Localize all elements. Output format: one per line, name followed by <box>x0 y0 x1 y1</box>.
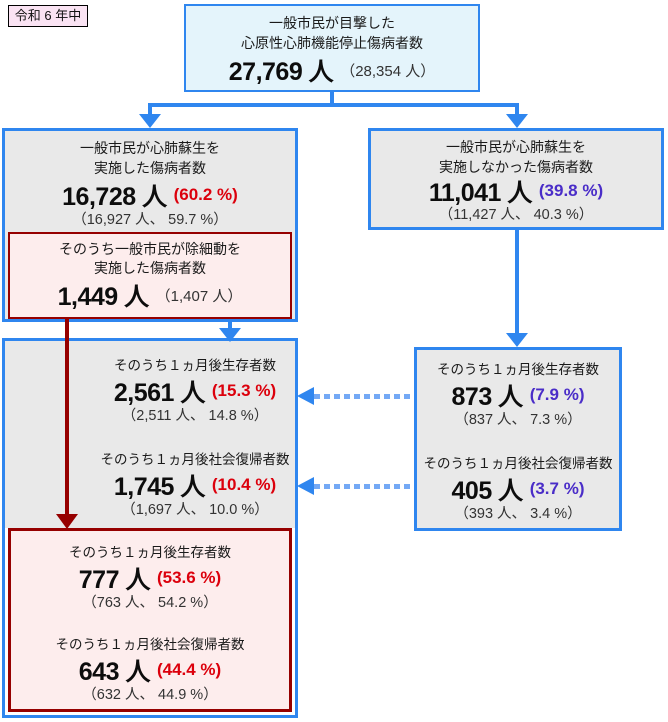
no-cpr-value-line: 11,041 人 (39.8 %) <box>371 177 661 207</box>
defib-outcome-box: そのうち１ヵ月後生存者数 777 人 (53.6 %) （763 人、 54.2… <box>8 528 292 712</box>
stat-label: そのうち１ヵ月後社会復帰者数 <box>55 637 245 652</box>
witnessed-box: 一般市民が目撃した 心原性心肺機能停止傷病者数 27,769 人 （28,354… <box>184 4 480 92</box>
no-cpr-pct: (39.8 %) <box>538 181 604 200</box>
connector-no-cpr-outcome-stem <box>515 229 519 335</box>
stat-pct: (10.4 %) <box>211 475 277 494</box>
connector-left-drop <box>148 103 152 116</box>
stat-label: そのうち１ヵ月後生存者数 <box>114 358 276 373</box>
arrow-left-social-return-icon <box>297 477 314 495</box>
cpr-outcome-grey-panel <box>5 341 295 528</box>
stat-value-line: 643 人 (44.4 %) <box>11 655 289 686</box>
cpr-outcome-stats: そのうち１ヵ月後生存者数 2,561 人 (15.3 %) （2,511 人、 … <box>97 356 293 520</box>
cpr-pct: (60.2 %) <box>173 185 238 204</box>
stat-value: 873 人 <box>451 383 524 411</box>
arrow-down-to-cpr-box-icon <box>139 114 161 128</box>
stat-social-return: そのうち１ヵ月後社会復帰者数 1,745 人 (10.4 %) （1,697 人… <box>97 450 293 520</box>
defib-performed-box: そのうち一般市民が除細動を 実施した傷病者数 1,449 人 （1,407 人） <box>8 232 292 319</box>
dotted-connector-survivors <box>314 394 414 399</box>
stat-value-line: 1,745 人 (10.4 %) <box>97 470 293 501</box>
stat-value-line: 2,561 人 (15.3 %) <box>97 376 293 407</box>
stat-value-line: 873 人 (7.9 %) <box>417 380 619 411</box>
stat-value: 1,745 人 <box>113 473 206 501</box>
arrow-down-to-defib-outcome-icon <box>56 514 78 529</box>
dotted-connector-social-return <box>314 484 414 489</box>
stat-label: そのうち１ヵ月後生存者数 <box>69 545 231 560</box>
stat-pct: (3.7 %) <box>529 479 585 498</box>
arrow-down-to-no-cpr-outcome-icon <box>506 333 528 347</box>
stat-survivors: そのうち１ヵ月後生存者数 2,561 人 (15.3 %) （2,511 人、 … <box>97 356 293 426</box>
stat-pct: (15.3 %) <box>211 381 277 400</box>
stat-label: そのうち１ヵ月後生存者数 <box>437 362 599 377</box>
witnessed-prev-value: （28,354 人） <box>340 62 436 80</box>
stat-social-return: そのうち１ヵ月後社会復帰者数 405 人 (3.7 %) （393 人、 3.4… <box>417 454 619 524</box>
stat-value: 777 人 <box>78 566 151 594</box>
witnessed-title-line1: 一般市民が目撃した <box>269 15 395 31</box>
stat-value-line: 777 人 (53.6 %) <box>11 563 289 594</box>
stat-prev-values: （632 人、 44.9 %） <box>82 687 218 703</box>
year-tag: 令和 6 年中 <box>8 5 88 27</box>
stat-label: そのうち１ヵ月後社会復帰者数 <box>100 452 290 467</box>
stat-pct: (7.9 %) <box>529 385 585 404</box>
witnessed-value: 27,769 人 <box>228 58 334 86</box>
connector-top-crossbar <box>148 103 519 107</box>
stat-social-return: そのうち１ヵ月後社会復帰者数 643 人 (44.4 %) （632 人、 44… <box>11 635 289 705</box>
stat-value-line: 405 人 (3.7 %) <box>417 474 619 505</box>
stat-pct: (44.4 %) <box>156 660 222 679</box>
cpr-not-performed-box: 一般市民が心肺蘇生を 実施しなかった傷病者数 11,041 人 (39.8 %)… <box>368 128 664 230</box>
no-cpr-title-line2: 実施しなかった傷病者数 <box>439 159 593 175</box>
defib-title-line1: そのうち一般市民が除細動を <box>59 241 241 257</box>
arrow-down-to-no-cpr-box-icon <box>506 114 528 128</box>
defib-prev-value: （1,407 人） <box>155 287 243 305</box>
stat-survivors: そのうち１ヵ月後生存者数 873 人 (7.9 %) （837 人、 7.3 %… <box>417 360 619 430</box>
no-cpr-outcome-box: そのうち１ヵ月後生存者数 873 人 (7.9 %) （837 人、 7.3 %… <box>414 347 622 531</box>
stat-prev-values: （763 人、 54.2 %） <box>82 595 218 611</box>
cpr-value-line: 16,728 人 (60.2 %) <box>5 180 295 211</box>
arrow-left-survivors-icon <box>297 387 314 405</box>
defib-value: 1,449 人 <box>57 283 150 311</box>
stat-label: そのうち１ヵ月後社会復帰者数 <box>423 456 613 471</box>
no-cpr-value: 11,041 人 <box>428 179 533 207</box>
witnessed-value-line: 27,769 人 （28,354 人） <box>186 55 478 86</box>
witnessed-title-line2: 心原性心肺機能停止傷病者数 <box>241 35 423 51</box>
stat-prev-values: （393 人、 3.4 %） <box>454 506 582 522</box>
cpr-title-line2: 実施した傷病者数 <box>94 160 206 176</box>
connector-defib-outcome-stem <box>65 317 69 515</box>
no-cpr-prev-values: （11,427 人、 40.3 %） <box>438 207 594 223</box>
stat-survivors: そのうち１ヵ月後生存者数 777 人 (53.6 %) （763 人、 54.2… <box>11 543 289 613</box>
cpr-title-line1: 一般市民が心肺蘇生を <box>80 140 220 156</box>
stat-value: 2,561 人 <box>113 379 206 407</box>
connector-cpr-outcome-stem <box>228 321 232 330</box>
cpr-prev-values: （16,927 人、 59.7 %） <box>72 212 228 228</box>
stat-prev-values: （1,697 人、 10.0 %） <box>121 502 269 518</box>
stat-pct: (53.6 %) <box>156 568 222 587</box>
no-cpr-title-line1: 一般市民が心肺蘇生を <box>446 139 586 155</box>
connector-top-stem <box>330 91 334 104</box>
stat-value: 405 人 <box>451 477 524 505</box>
stat-prev-values: （2,511 人、 14.8 %） <box>121 408 269 424</box>
defib-value-line: 1,449 人 （1,407 人） <box>10 280 290 311</box>
connector-right-drop <box>515 103 519 116</box>
defib-title-line2: 実施した傷病者数 <box>94 260 206 276</box>
cpr-outcome-box: そのうち１ヵ月後生存者数 2,561 人 (15.3 %) （2,511 人、 … <box>2 338 298 718</box>
arrow-down-to-cpr-outcome-icon <box>219 328 241 342</box>
stat-value: 643 人 <box>78 658 151 686</box>
cpr-value: 16,728 人 <box>62 183 167 211</box>
stat-prev-values: （837 人、 7.3 %） <box>454 412 582 428</box>
cpr-performed-box: 一般市民が心肺蘇生を 実施した傷病者数 16,728 人 (60.2 %) （1… <box>2 128 298 322</box>
